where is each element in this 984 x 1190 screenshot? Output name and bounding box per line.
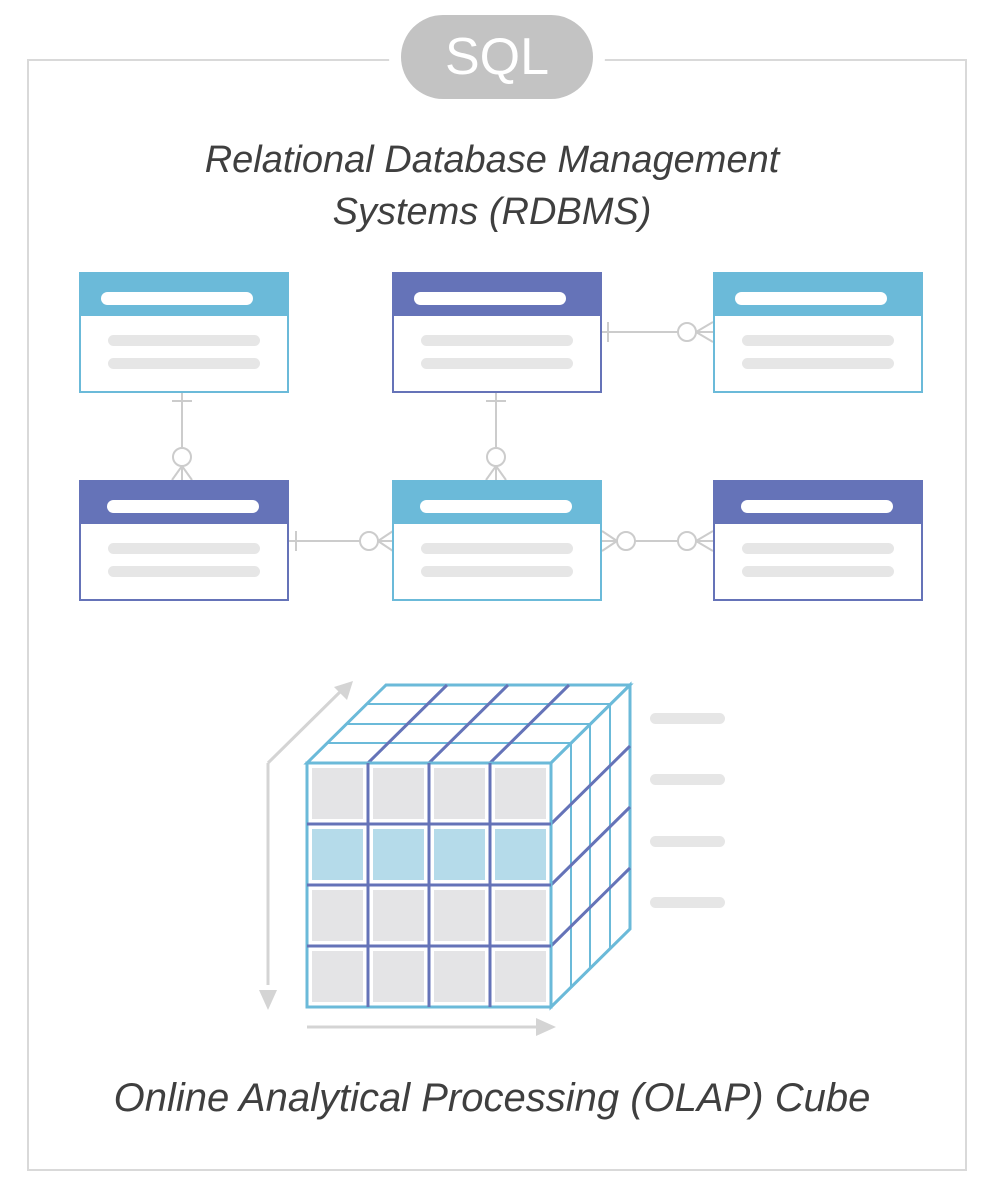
horizontal-axis-arrow (307, 1018, 556, 1036)
cube-cell (373, 951, 424, 1002)
cube-cell (312, 768, 363, 819)
table-5 (392, 480, 602, 601)
table-4 (79, 480, 289, 601)
connector-table-5-to-table-6 (601, 530, 714, 552)
cube-cell (312, 890, 363, 941)
rdbms-title-line-2: Systems (RDBMS) (332, 191, 652, 233)
sql-badge: SQL (401, 15, 593, 99)
cube-cell (373, 890, 424, 941)
cube-right-face (549, 681, 632, 1011)
legend-bar (650, 836, 725, 847)
cube-cell (434, 890, 485, 941)
vertical-axis-arrow (259, 990, 277, 1010)
connector-table-1-to-table-4 (171, 393, 193, 481)
connector-table-4-to-table-5 (289, 530, 394, 552)
depth-axis-arrow (266, 681, 353, 985)
cube-cell-highlighted (495, 829, 546, 880)
relationship-connectors (171, 321, 714, 552)
table-1 (79, 272, 289, 393)
cube-cell-highlighted (312, 829, 363, 880)
cube-cell (495, 951, 546, 1002)
cube-cell (434, 768, 485, 819)
cube-legend (650, 713, 725, 908)
olap-title: Online Analytical Processing (OLAP) Cube (113, 1076, 871, 1120)
cube-axis-arrows (259, 681, 556, 1036)
connector-table-2-to-table-3 (602, 321, 714, 343)
cube-cell (312, 951, 363, 1002)
legend-bar (650, 713, 725, 724)
table-6 (713, 480, 923, 601)
rdbms-title: Relational Database Management Systems (… (100, 134, 884, 238)
rdbms-title-line-1: Relational Database Management (204, 139, 780, 181)
connector-table-2-to-table-5 (485, 393, 507, 481)
cube-cell (434, 951, 485, 1002)
cube-cell (495, 890, 546, 941)
cube-cell-highlighted (434, 829, 485, 880)
table-2 (392, 272, 602, 393)
cube-cell-highlighted (373, 829, 424, 880)
cube-cell (495, 768, 546, 819)
cube-cell (373, 768, 424, 819)
table-3 (713, 272, 923, 393)
cube-front-face (305, 761, 553, 1009)
legend-bar (650, 897, 725, 908)
legend-bar (650, 774, 725, 785)
